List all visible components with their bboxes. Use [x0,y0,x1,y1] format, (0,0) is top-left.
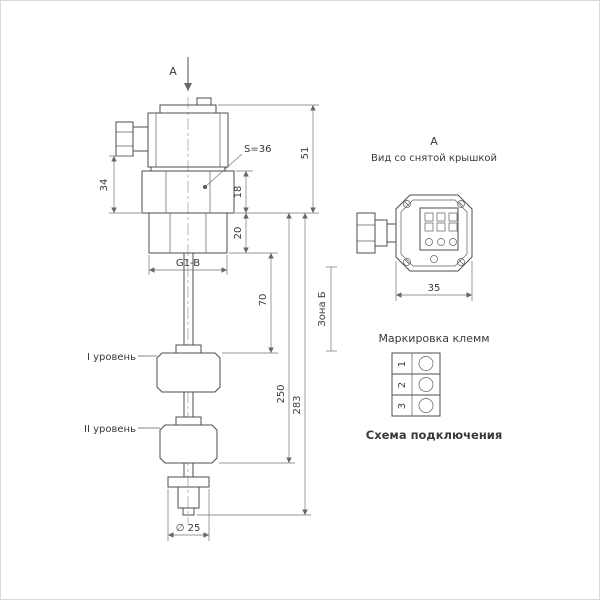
float-level-1 [156,344,221,393]
terminal-number-3: 3 [397,403,408,409]
s36-label: S=36 [244,144,271,155]
dim-dia-25 [167,489,210,541]
dim-20 [229,213,278,254]
float-level-2 [159,416,218,464]
dim-35 [395,261,473,301]
bottom-end [167,476,210,516]
cable-gland [115,121,149,157]
dim-18 [236,170,253,213]
terminal-marking-title: Маркировка клемм [378,332,489,345]
dim-thread [148,255,228,275]
dim-thread-label: G1-B [176,258,200,269]
corner-screws [403,200,465,266]
dim-70-label: 70 [258,294,269,307]
housing-inner-outline [400,199,468,267]
view-a-title: А [430,135,438,148]
connection-diagram-title: Схема подключения [366,428,502,442]
dim-dia-25-label: ∅ 25 [176,523,201,534]
dim-35-label: 35 [428,283,441,294]
zone-b-label: Зона Б [317,291,328,326]
view-a-drawing: 35 [356,194,473,301]
dim-250 [219,213,295,464]
zone-b-bracket [326,266,337,352]
dim-283 [197,212,319,516]
dim-70 [222,253,278,354]
threaded-sleeve [148,212,228,254]
terminal-strip [391,352,441,417]
terminal-block [419,207,459,251]
dim-250-label: 250 [276,384,287,403]
sensor-front-view: А [115,57,235,525]
s36-leader [203,153,243,189]
dim-51 [218,104,319,213]
terminal-number-2: 2 [397,382,408,388]
dim-34 [109,155,141,214]
terminal-number-1: 1 [397,361,408,367]
level-1-label: I уровень [87,352,136,363]
dim-34-label: 34 [99,179,110,192]
dim-18-label: 18 [233,186,244,199]
level-2-label: II уровень [84,424,136,435]
view-a-cable-gland [356,212,397,254]
section-arrow-label: А [169,65,177,78]
housing-outline [395,194,473,272]
dim-283-label: 283 [292,395,303,414]
dim-20-label: 20 [233,227,244,240]
ground-screw [430,255,438,263]
dim-51-label: 51 [300,147,311,160]
view-a-subtitle: Вид со снятой крышкой [371,153,497,164]
